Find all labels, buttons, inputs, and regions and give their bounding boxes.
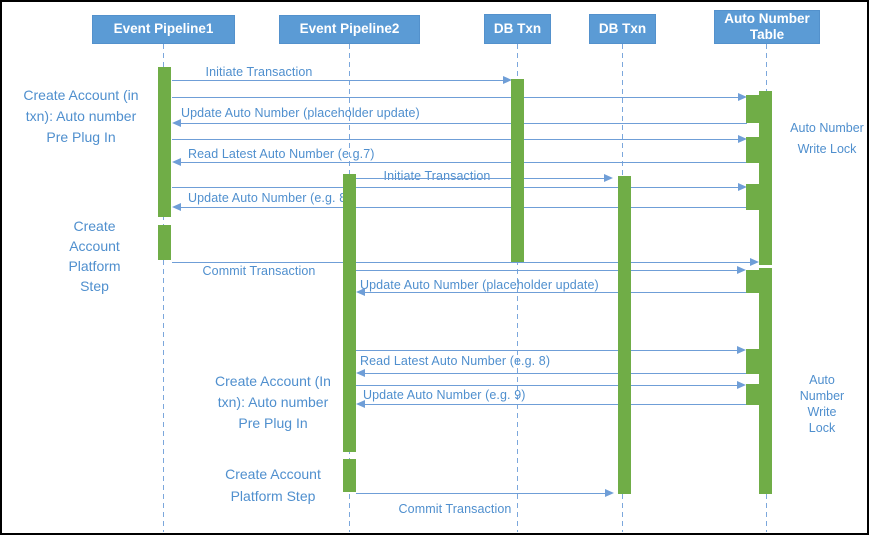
- activation-bar-event-pipeline1-0: [158, 67, 171, 217]
- message-label-8: Commit Transaction: [202, 264, 316, 278]
- actor-box-db-txn: DB Txn: [484, 14, 551, 44]
- arrowhead-right-5: [604, 173, 613, 182]
- actor-label: Event Pipeline1: [113, 21, 214, 37]
- annotation-line: Platform: [68, 258, 121, 274]
- activation-bar-db-txn-2-5: [618, 176, 631, 494]
- annotation-line: Write Lock: [797, 142, 857, 156]
- message-line-14: [364, 403, 746, 405]
- arrowhead-right-15: [605, 488, 614, 497]
- lifeline-db-txn: [516, 44, 518, 532]
- message-line-0: [172, 79, 504, 81]
- message-line-8: [172, 261, 751, 263]
- annotation-line: Auto: [809, 373, 835, 387]
- message-line-1: [172, 96, 739, 98]
- annotation-line: Step: [80, 278, 109, 294]
- arrowhead-left-14: [356, 399, 365, 408]
- annotation-line: Number: [799, 389, 845, 403]
- actor-label: DB Txn: [493, 20, 542, 36]
- annotation-line: Pre Plug In: [238, 415, 308, 431]
- annotation-line: Pre Plug In: [46, 129, 116, 145]
- annotation-line: Platform Step: [230, 488, 316, 504]
- message-label-7: Update Auto Number (e.g. 8): [188, 191, 351, 205]
- lifeline-event-pipeline1: [162, 44, 164, 532]
- arrowhead-right-6: [738, 182, 747, 191]
- message-label-15: Commit Transaction: [398, 502, 512, 516]
- message-line-13: [356, 384, 738, 386]
- message-label-5: Initiate Transaction: [383, 169, 491, 183]
- arrowhead-right-8: [750, 257, 759, 266]
- message-label-10: Update Auto Number (placeholder update): [360, 278, 599, 292]
- actor-box-event-pipeline2: Event Pipeline2: [279, 15, 420, 44]
- actor-box-db-txn: DB Txn: [589, 14, 656, 44]
- annotation-line: Create: [73, 218, 116, 234]
- message-line-11: [356, 349, 738, 351]
- message-line-12: [364, 372, 746, 374]
- arrowhead-left-7: [172, 202, 181, 211]
- message-line-9: [356, 269, 738, 271]
- activation-bar-db-txn-1-4: [511, 79, 524, 262]
- arrowhead-right-11: [737, 345, 746, 354]
- annotation-line: Lock: [808, 421, 836, 435]
- activation-bar-auto-number-table-11: [746, 270, 759, 293]
- message-line-3: [172, 138, 739, 140]
- activation-bar-auto-number-table-8: [746, 95, 759, 123]
- activation-bar-auto-number-table-10: [746, 184, 759, 210]
- arrowhead-right-1: [738, 92, 747, 101]
- annotation-line: Create Account (in: [23, 87, 139, 103]
- message-line-15: [356, 492, 606, 494]
- annotation-line: Account: [69, 238, 120, 254]
- arrowhead-right-3: [738, 134, 747, 143]
- message-label-12: Read Latest Auto Number (e.g. 8): [360, 354, 551, 368]
- activation-bar-event-pipeline2-3: [343, 459, 356, 492]
- activation-bar-event-pipeline1-1: [158, 225, 171, 260]
- message-line-6: [172, 186, 739, 188]
- activation-bar-auto-number-table-13: [746, 384, 759, 405]
- arrowhead-right-9: [737, 265, 746, 274]
- actor-label: Auto Number Table: [724, 10, 810, 42]
- arrowhead-right-0: [503, 75, 512, 84]
- message-line-7: [180, 206, 747, 208]
- activation-bar-auto-number-table-12: [746, 349, 759, 374]
- annotation-line: Auto Number: [790, 121, 864, 135]
- activation-bar-auto-number-table-7: [759, 268, 772, 494]
- actor-label: Event Pipeline2: [299, 21, 400, 37]
- activation-bar-auto-number-table-6: [759, 91, 772, 265]
- message-line-5: [356, 177, 605, 179]
- message-label-0: Initiate Transaction: [205, 65, 313, 79]
- message-line-10: [364, 291, 746, 293]
- activation-bar-auto-number-table-9: [746, 137, 759, 163]
- arrowhead-left-4: [172, 157, 181, 166]
- annotation-line: Write: [807, 405, 837, 419]
- message-line-2: [180, 122, 747, 124]
- actor-box-auto-number-table: Auto Number Table: [714, 10, 820, 44]
- activation-bar-event-pipeline2-2: [343, 174, 356, 452]
- annotation-line: txn): Auto number: [217, 394, 329, 410]
- annotation-line: Create Account: [225, 466, 321, 482]
- arrowhead-right-13: [737, 380, 746, 389]
- message-label-4: Read Latest Auto Number (e.g.7): [188, 147, 375, 161]
- annotation-line: Create Account (In: [215, 373, 331, 389]
- arrowhead-left-10: [356, 287, 365, 296]
- message-label-2: Update Auto Number (placeholder update): [181, 106, 420, 120]
- arrowhead-left-2: [172, 118, 181, 127]
- message-line-4: [180, 161, 747, 163]
- arrowhead-left-12: [356, 368, 365, 377]
- actor-label: DB Txn: [598, 20, 647, 36]
- annotation-line: txn): Auto number: [25, 108, 137, 124]
- message-label-14: Update Auto Number (e.g. 9): [363, 388, 526, 402]
- actor-box-event-pipeline1: Event Pipeline1: [92, 15, 235, 44]
